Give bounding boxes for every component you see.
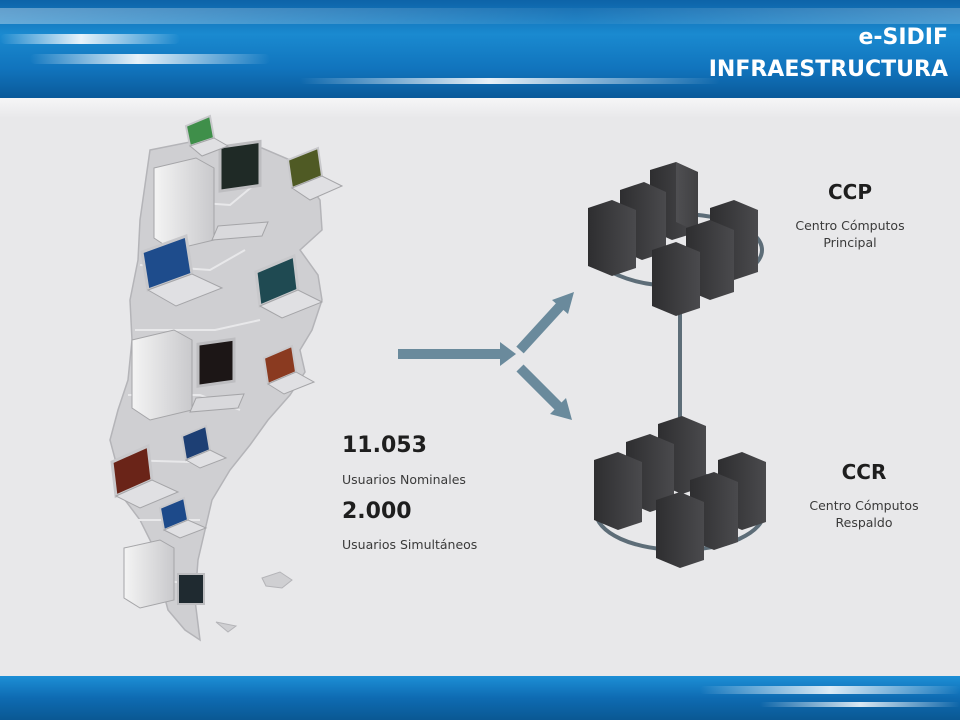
header-divider [0, 98, 960, 118]
ccp-code: CCP [827, 180, 872, 204]
header-light-streak [300, 78, 720, 84]
desktop-computer-icon [131, 329, 245, 421]
server-unit [656, 492, 704, 568]
desktop-computer-icon [123, 539, 205, 609]
arrow-icon [398, 342, 516, 366]
laptop-icon [158, 496, 208, 539]
footer-banner [0, 676, 960, 720]
server-unit [594, 452, 642, 530]
server-cluster-icon [594, 416, 766, 568]
nominal-users-label: Usuarios Nominales [342, 472, 466, 487]
header-light-streak [0, 34, 180, 44]
simultaneous-users-value: 2.000 [342, 499, 412, 524]
ccr-name-line-1: Centro Cómputos [809, 498, 919, 513]
header-light-streak [30, 54, 270, 64]
page-title: e-SIDIF INFRAESTRUCTURA [709, 22, 948, 86]
client-devices [110, 114, 344, 609]
ccr-name: Centro Cómputos Respaldo [794, 497, 934, 531]
laptop-icon [110, 443, 180, 509]
footer-light-streak [700, 686, 960, 694]
nominal-users-value: 11.053 [342, 433, 427, 458]
laptop-icon [184, 114, 230, 157]
ccr-code: CCR [841, 460, 887, 484]
laptop-icon [180, 424, 228, 469]
server-unit [588, 200, 636, 276]
ccr-name-line-2: Respaldo [835, 515, 893, 530]
laptop-icon [140, 233, 224, 307]
ccp-name-line-2: Principal [823, 235, 877, 250]
footer-light-streak [760, 702, 960, 707]
flow-arrows [398, 292, 574, 420]
laptop-icon [262, 344, 316, 395]
arrow-icon [516, 364, 572, 420]
ccp-name-line-1: Centro Cómputos [795, 218, 905, 233]
ccp-name: Centro Cómputos Principal [780, 217, 920, 251]
header-banner: e-SIDIF INFRAESTRUCTURA [0, 0, 960, 98]
arrow-icon [516, 292, 574, 354]
server-unit [652, 242, 700, 316]
laptop-icon [286, 146, 344, 201]
simultaneous-users-label: Usuarios Simultáneos [342, 537, 478, 552]
header-highlight-band [0, 8, 960, 24]
laptop-icon [254, 253, 324, 319]
title-line-1: e-SIDIF [858, 25, 948, 50]
server-cluster-icon [588, 162, 764, 316]
desktop-computer-icon [153, 139, 269, 251]
title-line-2: INFRAESTRUCTURA [708, 57, 948, 82]
